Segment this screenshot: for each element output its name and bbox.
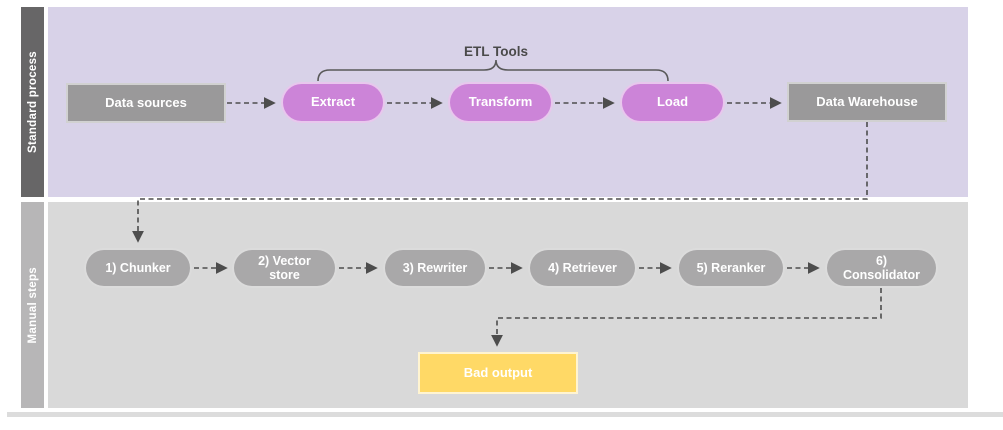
bad-output-box: Bad output: [418, 352, 578, 394]
step-rewriter-label: 3) Rewriter: [402, 260, 468, 275]
next-lane-edge-strip: [7, 412, 1003, 417]
lane-label-standard-process: Standard process: [21, 7, 44, 197]
bad-output-label: Bad output: [463, 364, 533, 380]
extract-label: Extract: [310, 94, 356, 110]
step-rewriter-pill: 3) Rewriter: [383, 248, 487, 288]
step-vector-store-pill: 2) Vector store: [232, 248, 337, 288]
data-warehouse-box: Data Warehouse: [787, 82, 947, 122]
load-pill: Load: [620, 82, 725, 123]
step-chunker-pill: 1) Chunker: [84, 248, 192, 288]
data-sources-box: Data sources: [66, 83, 226, 123]
lane-label-manual-steps-text: Manual steps: [26, 266, 39, 344]
lane-label-manual-steps: Manual steps: [21, 202, 44, 408]
step-chunker-label: 1) Chunker: [105, 260, 171, 275]
data-sources-label: Data sources: [105, 94, 187, 110]
step-retriever-pill: 4) Retriever: [528, 248, 637, 288]
etl-tools-caption: ETL Tools: [464, 44, 528, 59]
load-label: Load: [656, 94, 689, 110]
step-reranker-pill: 5) Reranker: [677, 248, 785, 288]
transform-pill: Transform: [448, 82, 553, 123]
step-retriever-label: 4) Retriever: [548, 260, 617, 275]
step-consolidator-label: 6) Consolidator: [842, 253, 921, 282]
data-warehouse-label: Data Warehouse: [816, 93, 918, 109]
transform-label: Transform: [468, 94, 533, 110]
extract-pill: Extract: [281, 82, 385, 123]
lane-label-standard-process-text: Standard process: [26, 51, 39, 153]
step-consolidator-pill: 6) Consolidator: [825, 248, 938, 288]
step-reranker-label: 5) Reranker: [696, 260, 766, 275]
step-vector-store-label: 2) Vector store: [258, 253, 311, 282]
